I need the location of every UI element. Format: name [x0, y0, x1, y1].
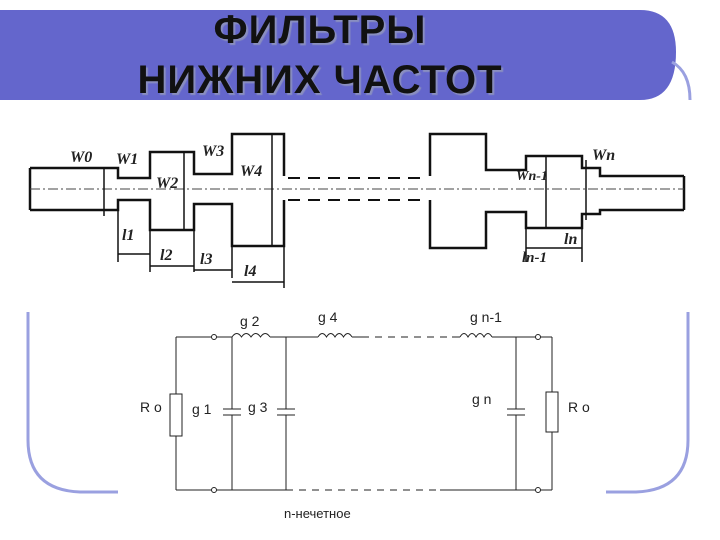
frame-corner-bottom-left [26, 439, 118, 494]
label-gn: g n [472, 391, 491, 407]
stripline-outline-right-top [428, 132, 684, 178]
label-ln: ln [564, 231, 577, 248]
label-l3: l3 [200, 251, 212, 268]
stripline-diagram: W0 W1 W2 W3 W4 Wn-1 Wn l1 l2 l3 l4 ln-1 … [28, 132, 686, 288]
terminal-output-top [535, 334, 541, 340]
resistor-right [545, 391, 559, 433]
terminal-input-top [211, 334, 217, 340]
label-w0: W0 [70, 149, 92, 166]
inductor-g2 [231, 333, 271, 338]
label-wn-1: Wn-1 [516, 169, 548, 184]
label-r-source: R o [140, 399, 162, 415]
label-wn: Wn [592, 147, 615, 164]
frame-curve-top-right [671, 60, 692, 101]
label-g1: g 1 [192, 401, 212, 417]
stripline-outline-top [30, 132, 286, 180]
label-g4: g 4 [318, 309, 338, 325]
label-g2: g 2 [240, 313, 260, 329]
label-w3: W3 [202, 143, 224, 160]
label-r-load: R o [568, 399, 590, 415]
terminal-input-bottom [211, 487, 217, 493]
label-w1: W1 [116, 151, 138, 168]
title-banner [0, 10, 676, 100]
frame-corner-bottom-right [606, 439, 690, 494]
label-l4: l4 [244, 263, 256, 280]
resistor-left [169, 393, 183, 437]
label-gn-1: g n-1 [470, 309, 502, 325]
label-w2: W2 [156, 175, 178, 192]
circuit-caption: n-нечетное [284, 506, 351, 520]
title-line-1: ФИЛЬТРЫ [213, 8, 427, 52]
label-l2: l2 [160, 247, 172, 264]
label-ln-1: ln-1 [522, 250, 547, 266]
label-w4: W4 [240, 163, 262, 180]
inductor-gn-1 [459, 333, 493, 339]
stripline-outline-right-bottom [428, 200, 684, 250]
terminal-output-bottom [535, 487, 541, 493]
ladder-circuit: R o R o g 1 g 2 g 3 g 4 g n-1 g n n-нече… [140, 309, 590, 520]
label-l1: l1 [122, 227, 134, 244]
stripline-outline-bottom [30, 198, 286, 248]
inductor-g4 [317, 333, 353, 338]
title-line-2: НИЖНИХ ЧАСТОТ [137, 58, 503, 102]
label-g3: g 3 [248, 399, 268, 415]
